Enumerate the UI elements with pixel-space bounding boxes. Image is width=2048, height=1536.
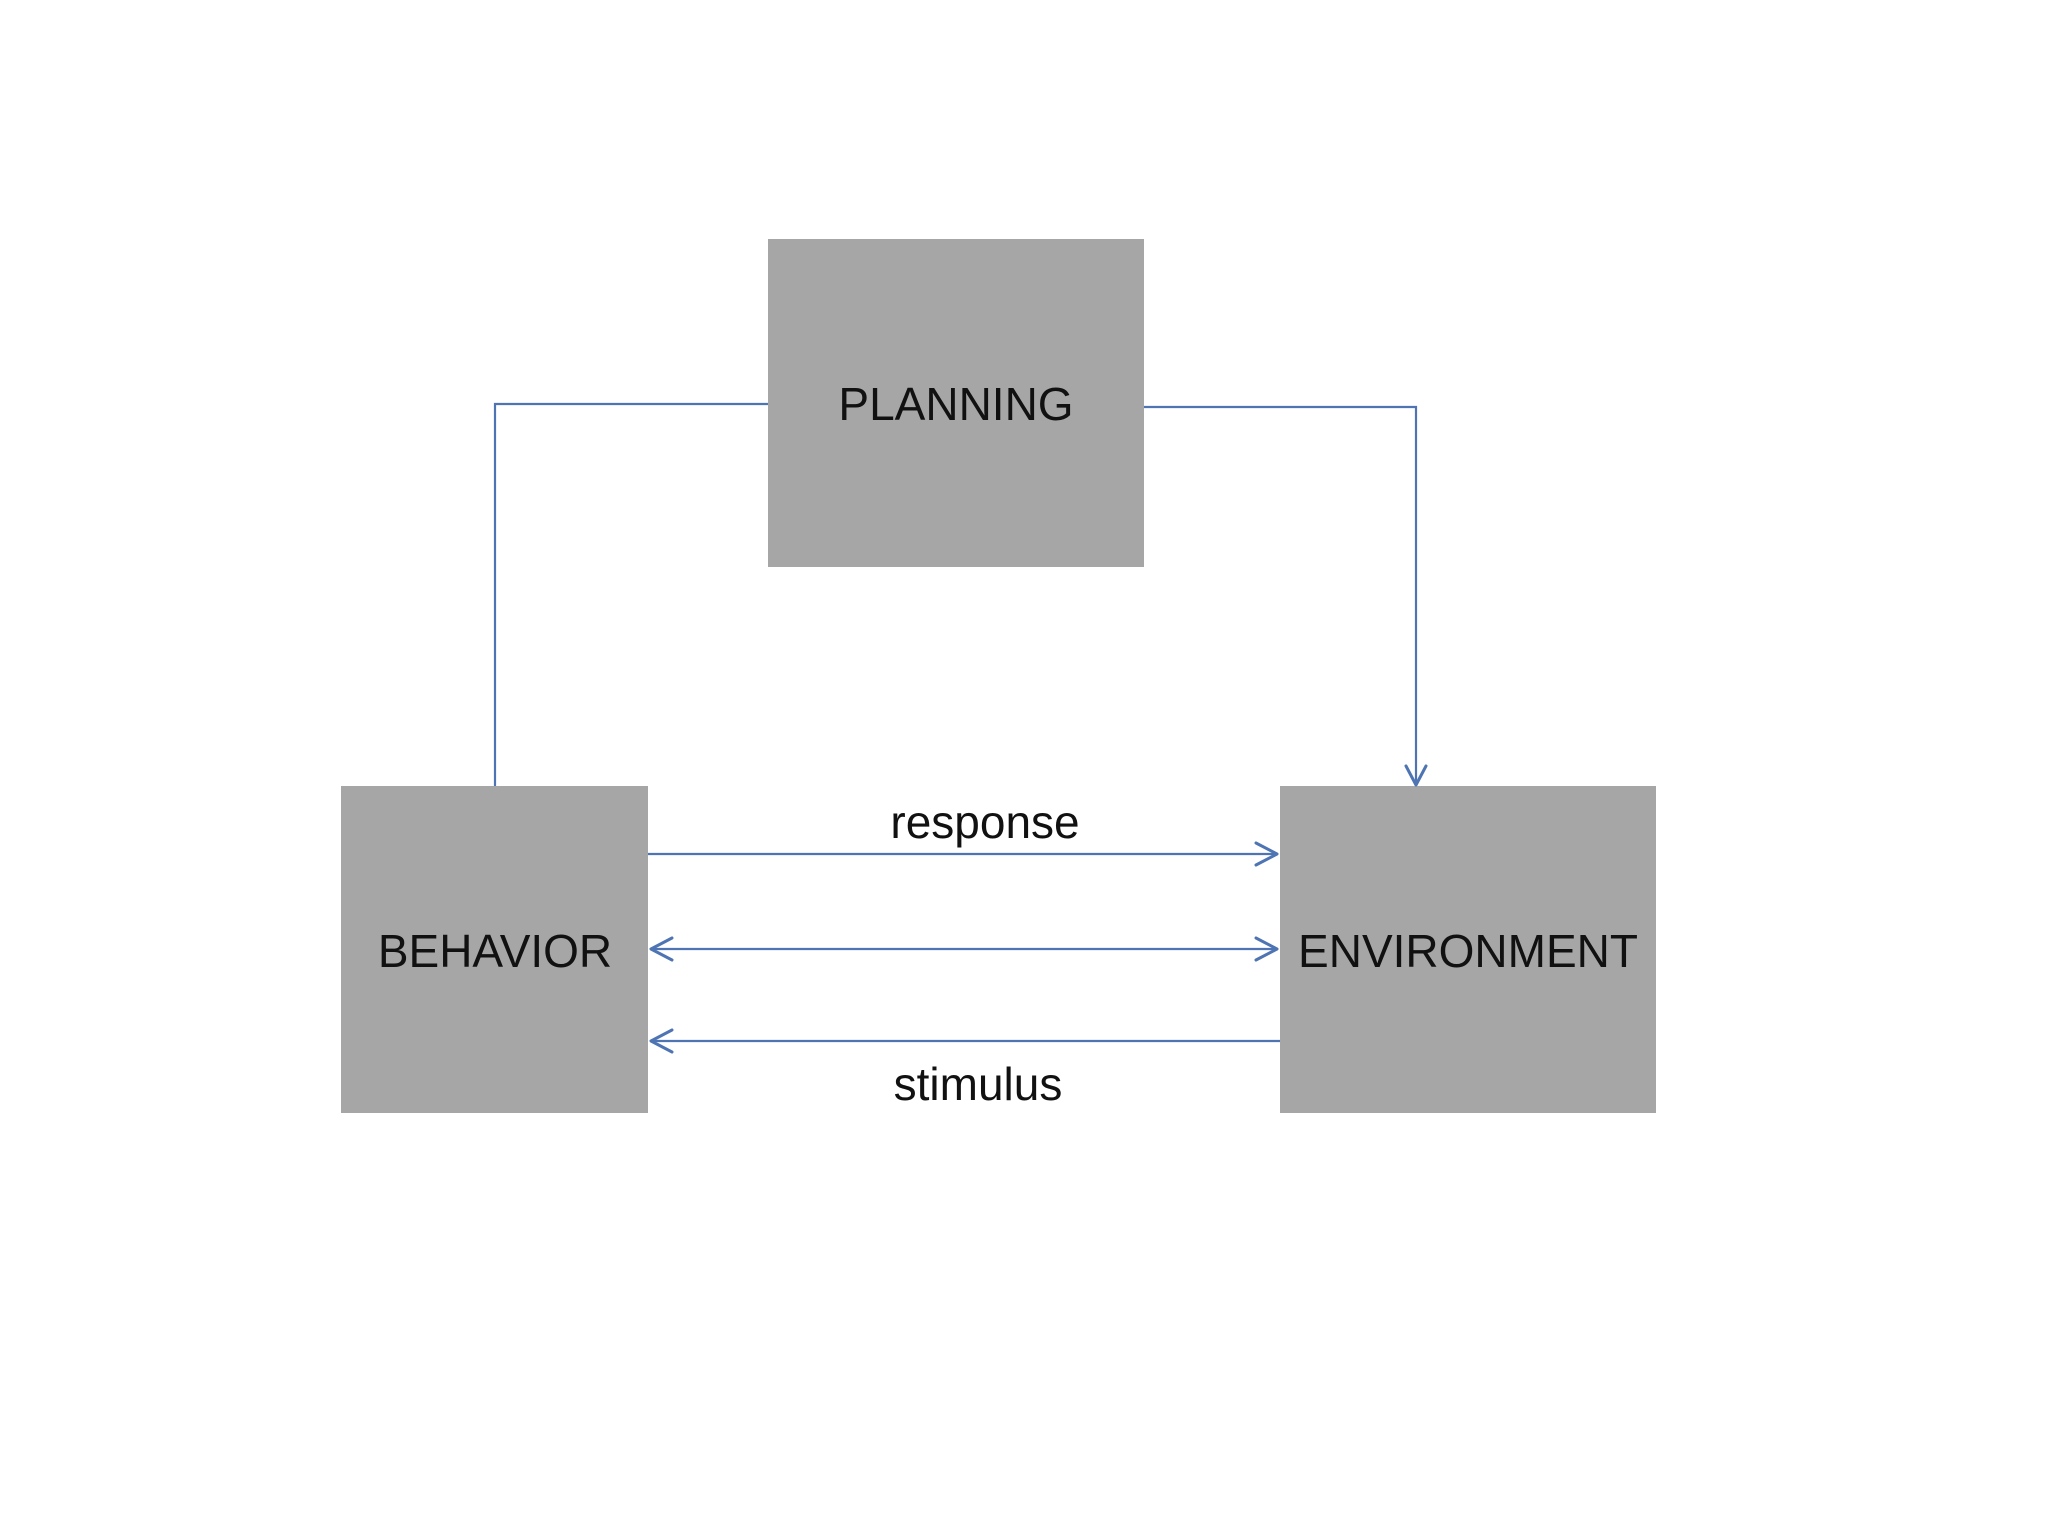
response-label: response xyxy=(890,796,1079,848)
stimulus-arrowhead xyxy=(649,1028,674,1054)
environment-label: ENVIRONMENT xyxy=(1298,925,1638,977)
environment-box xyxy=(1280,786,1656,1113)
planning-to-environment-connector xyxy=(1144,405,1418,784)
connectors xyxy=(493,402,1428,1054)
behavior-node: BEHAVIOR xyxy=(341,786,648,1113)
behavior-label: BEHAVIOR xyxy=(378,925,612,977)
planning-to-behavior-connector xyxy=(493,402,768,786)
planning-node: PLANNING xyxy=(768,239,1144,567)
stimulus-label: stimulus xyxy=(894,1058,1063,1110)
response-arrowhead xyxy=(1254,841,1279,867)
bidirectional-right-arrowhead xyxy=(1254,936,1279,962)
planning-box xyxy=(768,239,1144,567)
planning-to-environment-arrowhead xyxy=(1404,764,1428,787)
bidirectional-left-arrowhead xyxy=(649,936,674,962)
planning-label: PLANNING xyxy=(838,378,1073,430)
environment-node: ENVIRONMENT xyxy=(1280,786,1656,1113)
behavior-box xyxy=(341,786,648,1113)
